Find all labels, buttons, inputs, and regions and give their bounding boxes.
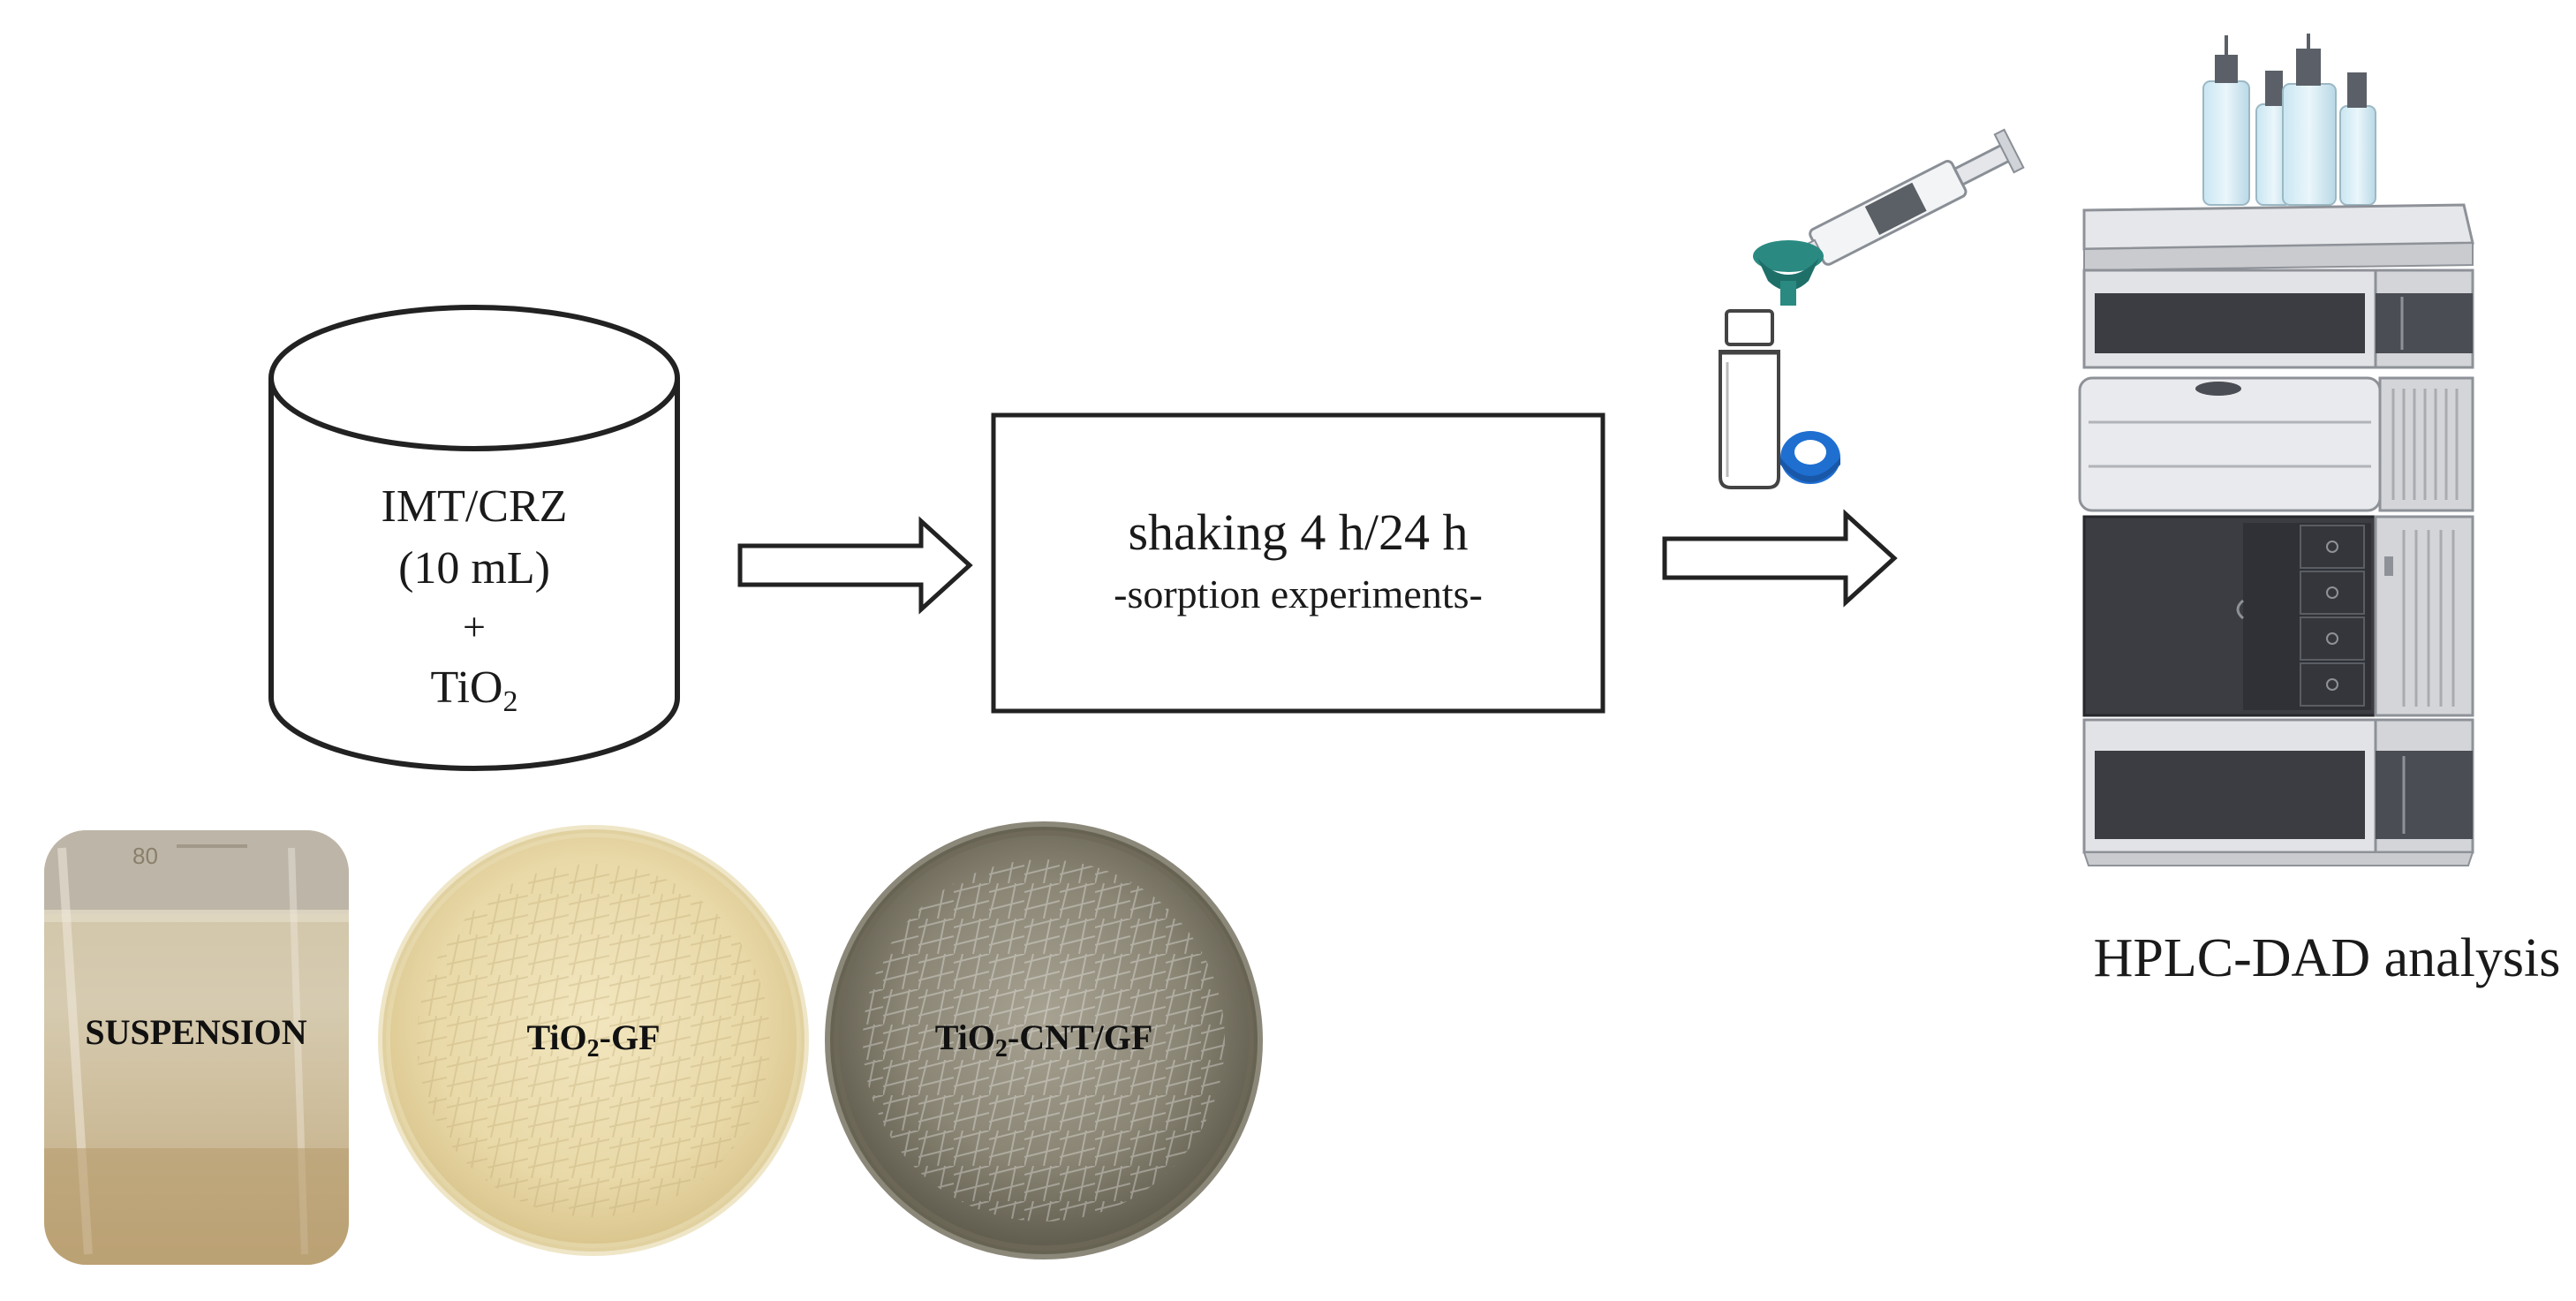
tio2-gf-photo: TiO2-GF [378, 825, 809, 1256]
process-title: shaking 4 h/24 h [1128, 503, 1468, 561]
cylinder-line-2: (10 mL) [398, 543, 550, 594]
vial-cap-icon [1780, 431, 1840, 484]
solvent-bottles [2202, 34, 2376, 206]
analysis-label: HPLC-DAD analysis [2094, 928, 2561, 988]
arrow-right-icon [1662, 509, 1898, 608]
tio2-gf-label: TiO2-GF [526, 1017, 660, 1063]
arrow-right-icon [737, 516, 973, 615]
sample-cylinder: IMT/CRZ (10 mL) + TiO2 [268, 305, 680, 771]
vial-icon [1719, 309, 1780, 489]
beaker-marking: 80 [132, 843, 158, 869]
hplc-instrument-icon [2078, 34, 2474, 866]
cylinder-line-4: TiO2 [431, 662, 518, 718]
suspension-photo: 80 SUSPENSION [44, 830, 349, 1265]
cylinder-line-3: + [463, 604, 486, 649]
process-box: shaking 4 h/24 h -sorption experiments- [991, 412, 1605, 714]
cylinder-line-1: IMT/CRZ [381, 481, 568, 532]
process-subtitle: -sorption experiments- [1114, 571, 1483, 616]
syringe-filter-icon [1753, 128, 2025, 306]
tio2-cnt-gf-label: TiO2-CNT/GF [935, 1017, 1153, 1063]
tio2-cnt-gf-photo: TiO2-CNT/GF [825, 821, 1263, 1259]
suspension-label: SUSPENSION [85, 1012, 306, 1052]
